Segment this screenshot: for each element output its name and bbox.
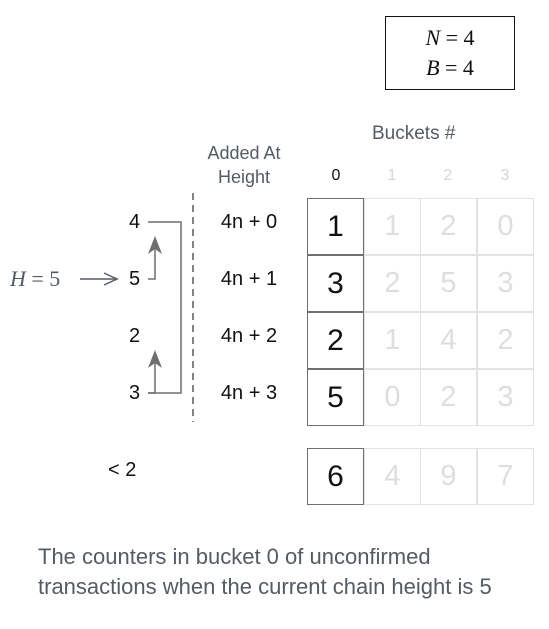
current-height-arrow: [80, 272, 119, 286]
bucket-cell: 3: [477, 369, 534, 426]
bucket-column-1: 1: [387, 167, 397, 184]
caption: The counters in bucket 0 of unconfirmed …: [38, 544, 492, 599]
formula-label: 4n + 2: [220, 325, 278, 347]
bucket-0-cell: 1: [307, 198, 364, 255]
param-b: B = 4: [426, 55, 474, 80]
overflow-label: < 2: [108, 459, 137, 481]
overflow-cell: 7: [477, 448, 534, 505]
bucket-cell: 3: [477, 255, 534, 312]
formula-label: 4n + 1: [220, 268, 278, 290]
parameters-box: N = 4 B = 4: [385, 16, 515, 90]
bucket-0-cell: 5: [307, 369, 364, 426]
upper-wrap-arrow: [148, 221, 182, 394]
bucket-cell: 5: [420, 255, 477, 312]
height-label: 4: [129, 211, 141, 233]
bucket-cell: 0: [477, 198, 534, 255]
bucket-0-cell: 3: [307, 255, 364, 312]
formula-label: 4n + 3: [220, 382, 278, 404]
height-label: 3: [129, 382, 141, 404]
bucket-cell: 2: [477, 312, 534, 369]
added-at-height-header: Added At Height: [207, 143, 281, 187]
current-height-indicator: H = 5: [10, 266, 61, 291]
height-label: 5: [129, 268, 141, 290]
param-n: N = 4: [425, 25, 475, 50]
overflow-cell: 9: [420, 448, 477, 505]
bucket-column-2: 2: [443, 167, 453, 184]
bucket-cell: 4: [420, 312, 477, 369]
bucket-column-3: 3: [500, 167, 510, 184]
bucket-0-cell: 2: [307, 312, 364, 369]
formula-label: 4n + 0: [220, 211, 278, 233]
buckets-title: Buckets #: [372, 123, 456, 144]
height-label: 2: [129, 325, 141, 347]
bucket-column-0: 0: [331, 167, 341, 184]
lower-wrap-arrow: [148, 350, 162, 394]
overflow-bucket-0-cell: 6: [307, 448, 364, 505]
bucket-cell: 2: [420, 198, 477, 255]
bucket-cell: 2: [420, 369, 477, 426]
